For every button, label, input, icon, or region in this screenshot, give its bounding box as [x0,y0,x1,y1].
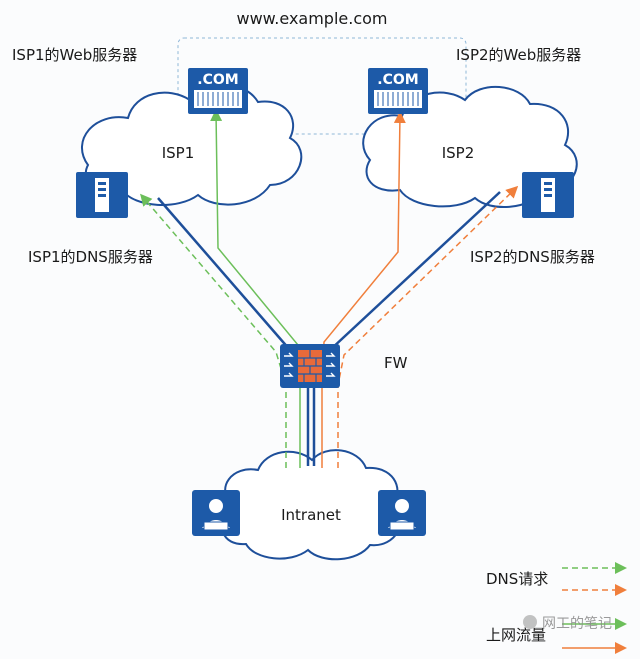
fw-label: FW [384,354,408,372]
wechat-icon [523,615,537,629]
user-left-icon [192,490,240,536]
isp1-web-server-badge: .COM [197,72,238,88]
isp1-web-label: ISP1的Web服务器 [12,46,137,64]
legend-dns-request-label: DNS请求 [486,570,548,588]
isp1-dns-label: ISP1的DNS服务器 [28,248,153,266]
isp2-web-server-icon: .COM [368,68,428,114]
isp2-dns-server-icon [522,172,574,218]
link-fw-isp1 [157,197,291,351]
isp1-web-server-icon: .COM [188,68,248,114]
isp1-label: ISP1 [162,144,195,162]
orange-traffic-path [321,111,406,468]
isp2-dns-label: ISP2的DNS服务器 [470,248,595,266]
watermark-text: 网工的笔记 [542,616,612,632]
domain-group-box [177,37,467,135]
isp2-label: ISP2 [442,144,475,162]
isp1-dns-server-icon [76,172,128,218]
link-fw-isp2 [329,191,501,351]
isp2-web-server-badge: .COM [377,72,418,88]
orange-dns-path [337,185,519,468]
firewall-icon [280,344,340,388]
intranet-cloud [221,449,402,561]
legend: DNS请求 上网流量 [486,562,627,654]
intranet-label: Intranet [281,506,341,524]
legend-traffic-label: 上网流量 [486,626,546,644]
domain-label: www.example.com [237,9,388,28]
green-dns-path [140,193,287,468]
watermark: 网工的笔记 [523,615,612,632]
isp2-web-label: ISP2的Web服务器 [456,46,581,64]
user-right-icon [378,490,426,536]
